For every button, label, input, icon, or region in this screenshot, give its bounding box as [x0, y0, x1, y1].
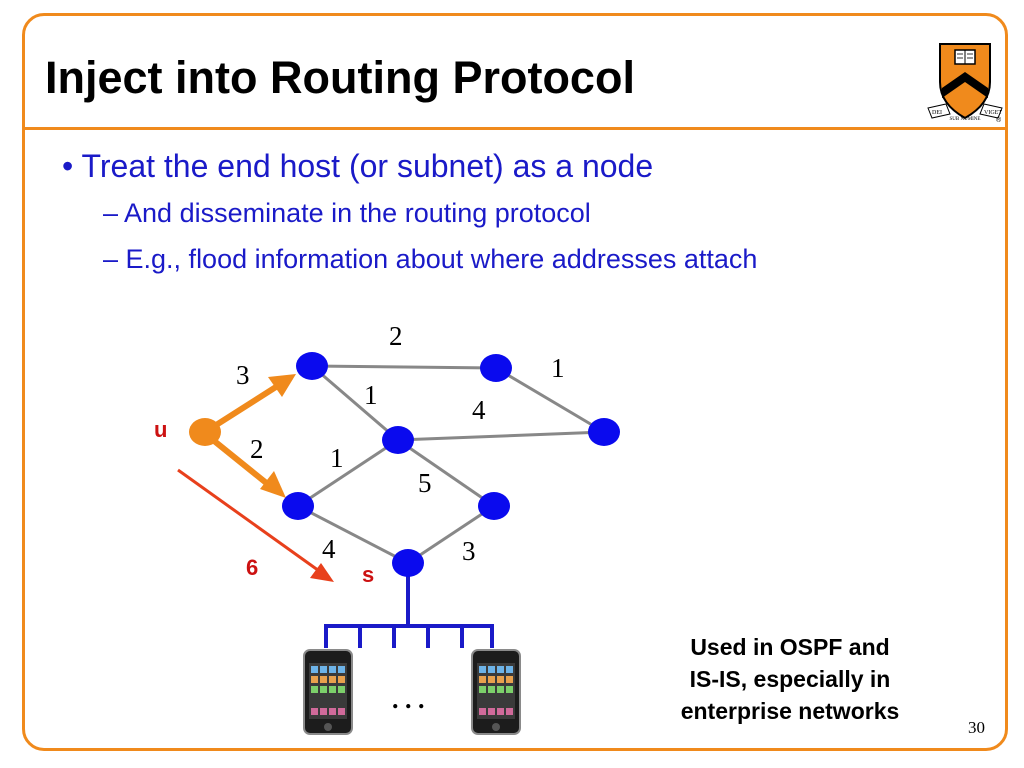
edge-center-far — [397, 430, 605, 442]
title-divider — [22, 127, 1008, 130]
edge-mid-left-s — [297, 504, 409, 565]
arrowhead-u-to-top — [268, 374, 296, 397]
weight-u-mid: 2 — [250, 434, 264, 464]
sub-bullet-1-text: And disseminate in the routing protocol — [124, 198, 591, 228]
weight-u-top: 3 — [236, 360, 250, 390]
sub-bullet-dash: – — [103, 244, 126, 274]
lan-bus — [324, 575, 494, 648]
edge-top-left-center — [311, 364, 399, 442]
slide-frame — [22, 13, 1008, 751]
label-s: s — [362, 562, 374, 587]
bullet-dot: • — [62, 148, 82, 184]
bullet-main: • Treat the end host (or subnet) as a no… — [62, 148, 653, 185]
edge-top-right-far — [495, 366, 605, 434]
sub-bullet-2-text: E.g., flood information about where addr… — [125, 244, 758, 274]
node-far-right — [588, 418, 620, 446]
edge-mid-left-center — [297, 438, 399, 508]
logo-motto-left: DEI — [932, 110, 942, 116]
weight-top: 2 — [389, 321, 403, 351]
sub-bullet-dash: – — [103, 198, 125, 228]
label-u: u — [154, 417, 167, 442]
note-line-1: Used in OSPF and — [690, 634, 890, 660]
hosts-ellipsis: . . . — [392, 685, 425, 714]
edge-lower-right-s — [407, 504, 495, 565]
arrow-direct-u-to-s — [177, 468, 323, 575]
weight-center-lower-right: 5 — [418, 468, 432, 498]
logo-motto-center: SUB NUMINE — [950, 117, 981, 122]
princeton-shield-logo: DEI SUB NUMINE VIGET ® — [925, 39, 1005, 124]
sub-bullet-1: – And disseminate in the routing protoco… — [103, 198, 591, 229]
edge-center-lower-right — [397, 438, 495, 508]
node-top-left — [296, 352, 328, 380]
node-mid-left — [282, 492, 314, 520]
weight-top-right-far: 1 — [551, 353, 565, 383]
logo-registered-mark: ® — [996, 116, 1002, 124]
node-s — [392, 549, 424, 577]
weight-center-far: 4 — [472, 395, 486, 425]
ospf-note: Used in OSPF and IS-IS, especially in en… — [640, 631, 940, 727]
phone-icon-right — [471, 649, 521, 735]
network-edges — [297, 364, 605, 565]
weight-top-left-center: 1 — [364, 380, 378, 410]
node-center — [382, 426, 414, 454]
note-line-3: enterprise networks — [680, 698, 900, 724]
sub-bullet-2: – E.g., flood information about where ad… — [103, 244, 757, 275]
phone-icon-left — [303, 649, 353, 735]
note-line-2: IS-IS, especially in — [689, 666, 891, 692]
arrowhead-direct — [310, 563, 334, 582]
arrow-u-to-mid — [210, 437, 278, 493]
node-u — [189, 418, 221, 446]
logo-motto-right: VIGET — [984, 110, 1002, 116]
bullet-main-text: Treat the end host (or subnet) as a node — [81, 148, 654, 184]
label-direct-weight: 6 — [246, 555, 258, 580]
arrowhead-u-to-mid — [260, 471, 286, 498]
network-nodes — [282, 352, 620, 577]
weight-lower-right-s: 3 — [462, 536, 476, 566]
weight-mid-left-center: 1 — [330, 443, 344, 473]
node-lower-right — [478, 492, 510, 520]
edge-top — [311, 364, 497, 370]
slide-title: Inject into Routing Protocol — [45, 52, 635, 103]
page-number: 30 — [968, 718, 985, 737]
weight-mid-left-s: 4 — [322, 534, 336, 564]
node-top-right — [480, 354, 512, 382]
